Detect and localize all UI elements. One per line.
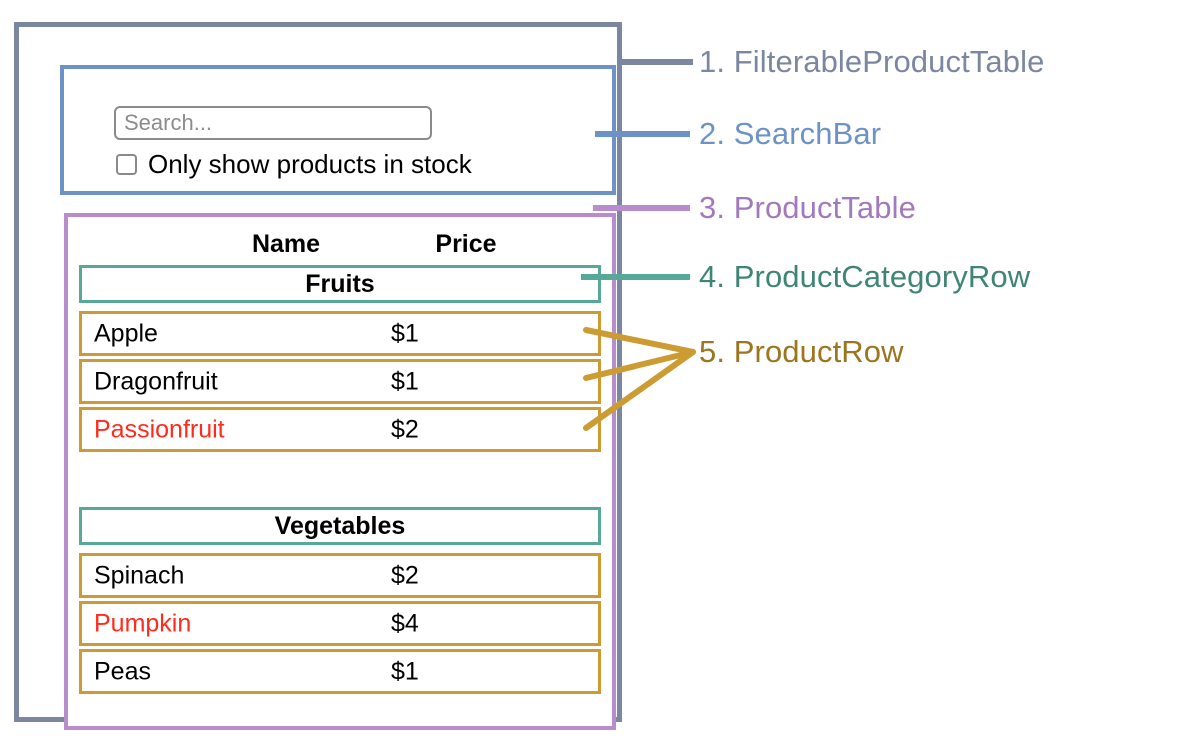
- callout-label-product-table: 3. ProductTable: [699, 190, 916, 225]
- product-price: $4: [391, 609, 419, 637]
- callout-label-search-bar: 2. SearchBar: [699, 116, 882, 151]
- product-name: Passionfruit: [94, 415, 225, 443]
- product-category-row-fruits: Fruits: [79, 265, 601, 303]
- callout-label-product-category-row: 4. ProductCategoryRow: [699, 259, 1031, 294]
- product-price: $2: [391, 415, 419, 443]
- column-header-price: Price: [435, 229, 497, 258]
- product-price: $2: [391, 561, 419, 589]
- in-stock-checkbox-label: Only show products in stock: [148, 149, 472, 179]
- product-name: Apple: [94, 319, 158, 347]
- filterable-product-table-box: Search... Only show products in stock Na…: [14, 22, 622, 730]
- product-name: Pumpkin: [94, 609, 192, 637]
- product-row-apple[interactable]: Apple $1: [79, 311, 601, 356]
- category-label: Vegetables: [274, 511, 406, 540]
- product-category-row-vegetables: Vegetables: [79, 507, 601, 545]
- product-row-pumpkin[interactable]: Pumpkin $4: [79, 601, 601, 646]
- product-price: $1: [391, 367, 419, 395]
- in-stock-checkbox[interactable]: [116, 153, 137, 175]
- product-table-box: Name Price Fruits Apple $1 Dragonfruit $…: [64, 213, 616, 730]
- product-row-dragonfruit[interactable]: Dragonfruit $1: [79, 359, 601, 404]
- product-row-passionfruit[interactable]: Passionfruit $2: [79, 407, 601, 452]
- search-input-placeholder: Search...: [124, 110, 213, 135]
- product-price: $1: [391, 319, 419, 347]
- search-input[interactable]: Search...: [114, 106, 432, 140]
- product-row-spinach[interactable]: Spinach $2: [79, 553, 601, 598]
- product-name: Dragonfruit: [94, 367, 218, 395]
- callout-label-product-row: 5. ProductRow: [699, 334, 904, 369]
- category-label: Fruits: [305, 269, 375, 298]
- product-name: Spinach: [94, 561, 185, 589]
- callout-label-filterable-product-table: 1. FilterableProductTable: [699, 44, 1045, 79]
- in-stock-filter-row[interactable]: Only show products in stock: [116, 151, 472, 177]
- column-header-name: Name: [251, 229, 321, 258]
- product-row-peas[interactable]: Peas $1: [79, 649, 601, 694]
- product-name: Peas: [94, 657, 151, 685]
- product-price: $1: [391, 657, 419, 685]
- table-header-row: Name Price: [68, 225, 612, 263]
- search-bar-box: Search... Only show products in stock: [60, 65, 616, 195]
